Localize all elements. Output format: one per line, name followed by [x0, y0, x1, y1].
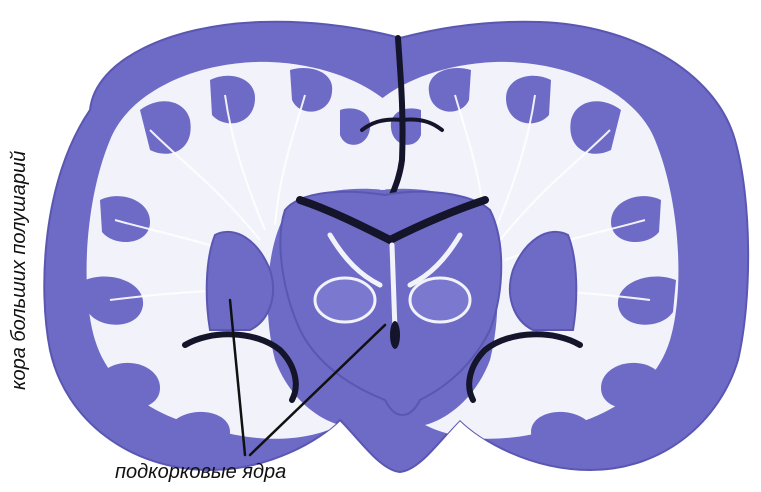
third-ventricle — [390, 321, 400, 349]
thalamus-right — [410, 278, 470, 322]
cortex-label: кора больших полушарий — [8, 151, 30, 390]
subcortical-nuclei-label: подкорковые ядра — [115, 461, 286, 483]
thalamus-left — [315, 278, 375, 322]
